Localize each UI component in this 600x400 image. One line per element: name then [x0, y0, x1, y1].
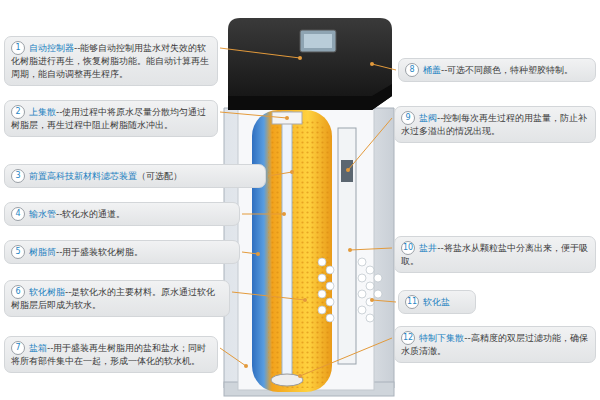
callout-number: 4	[11, 207, 25, 221]
callout-number: 6	[11, 285, 25, 299]
callout-number: 3	[11, 169, 25, 183]
leader-dot	[370, 298, 374, 302]
callout-box: 8 桶盖--可选不同颜色，特种塑胶特制。	[398, 58, 596, 82]
callout-box: 6软化树脂--是软化水的主要材料。原水通过软化树脂层后即成为软水。	[4, 280, 230, 317]
part-name: 桶盖	[423, 65, 441, 75]
callout-number: 2	[11, 105, 25, 119]
leader-line	[268, 172, 292, 176]
callout-number: 11	[405, 295, 419, 309]
resin-tank	[252, 110, 332, 392]
leader-dot	[298, 56, 302, 60]
callout-box: 10盐井--将盐水从颗粒盐中分离出来，便于吸取。	[394, 236, 596, 273]
part-name: 软化树脂	[29, 287, 65, 297]
part-name: 上集散	[29, 107, 56, 117]
leader-line	[372, 64, 396, 70]
part-name: 盐箱	[29, 343, 47, 353]
cabinet	[224, 100, 394, 396]
part-description: --软化水的通道。	[56, 209, 126, 219]
leader-dot	[348, 248, 352, 252]
leader-line	[372, 300, 396, 302]
leader-line	[300, 338, 392, 376]
part-description: --可选不同颜色，特种塑胶特制。	[441, 65, 574, 75]
leader-line	[242, 252, 258, 254]
leader-line	[350, 248, 392, 250]
callout-box: 1自动控制器--能够自动控制用盐水对失效的软化树脂进行再生，恢复树脂功能。能自动…	[4, 36, 218, 86]
callout-number: 7	[11, 341, 25, 355]
callout-box: 3 前置高科技新材料滤芯装置（可选配）	[4, 164, 266, 188]
leader-line	[220, 348, 246, 366]
part-description: （可选配）	[137, 171, 182, 181]
leader-line	[232, 292, 305, 300]
part-name: 自动控制器	[29, 43, 74, 53]
part-description: --用于盛装软化树脂。	[56, 247, 144, 257]
leader-dot	[370, 62, 374, 66]
part-name: 输水管	[29, 209, 56, 219]
callout-box: 11 软化盐	[398, 290, 476, 314]
callout-box: 7盐箱--用于盛装再生树脂用的盐和盐水；同时将所有部件集中在一起，形成一体化的软…	[4, 336, 218, 373]
part-name: 盐井	[419, 243, 437, 253]
callout-number: 8	[405, 63, 419, 77]
callout-box: 5 树脂筒--用于盛装软化树脂。	[4, 240, 240, 264]
leader-line	[220, 112, 287, 118]
leader-dot	[298, 374, 302, 378]
part-name: 特制下集散	[419, 333, 464, 343]
callout-number: 12	[401, 331, 415, 345]
leader-line	[242, 214, 284, 215]
callout-box: 12特制下集散--高精度的双层过滤功能，确保水质清澈。	[394, 326, 596, 363]
callout-number: 5	[11, 245, 25, 259]
leader-dot	[282, 212, 286, 216]
callout-number: 1	[11, 41, 25, 55]
leader-line	[348, 118, 392, 170]
leader-dot	[256, 252, 260, 256]
leader-dot	[346, 168, 350, 172]
leader-dot	[244, 364, 248, 368]
callout-box: 9盐阀--控制每次再生过程的用盐量，防止补水过多溢出的情况出现。	[394, 106, 596, 143]
callout-box: 2上集散--使用过程中将原水尽量分散均匀通过树脂层，再生过程中阻止树脂随水冲出。	[4, 100, 218, 137]
part-name: 软化盐	[423, 297, 450, 307]
leader-dot	[285, 116, 289, 120]
salt-well	[318, 128, 382, 364]
part-name: 前置高科技新材料滤芯装置	[29, 171, 137, 181]
part-name: 树脂筒	[29, 247, 56, 257]
callout-number: 10	[401, 241, 415, 255]
callout-box: 4 输水管--软化水的通道。	[4, 202, 240, 226]
callout-number: 9	[401, 111, 415, 125]
control-head	[228, 18, 392, 110]
leader-dot	[303, 298, 307, 302]
part-name: 盐阀	[419, 113, 437, 123]
leader-dot	[290, 170, 294, 174]
leader-line	[220, 48, 300, 58]
